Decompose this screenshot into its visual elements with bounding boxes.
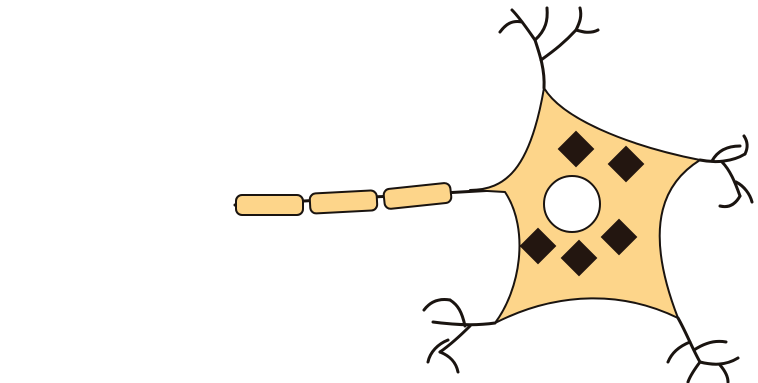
dendrite-tree: [12, 31, 262, 305]
dendrite-right: [700, 136, 752, 207]
dendrite-top: [500, 8, 598, 88]
myelin-segment-2: [310, 190, 378, 213]
dendrite-bottom-left: [424, 299, 495, 372]
dendrite-bottom-right: [668, 318, 738, 382]
myelin-segment-1: [236, 195, 303, 215]
myelin-segment-3: [383, 183, 452, 210]
nucleus: [544, 176, 600, 232]
